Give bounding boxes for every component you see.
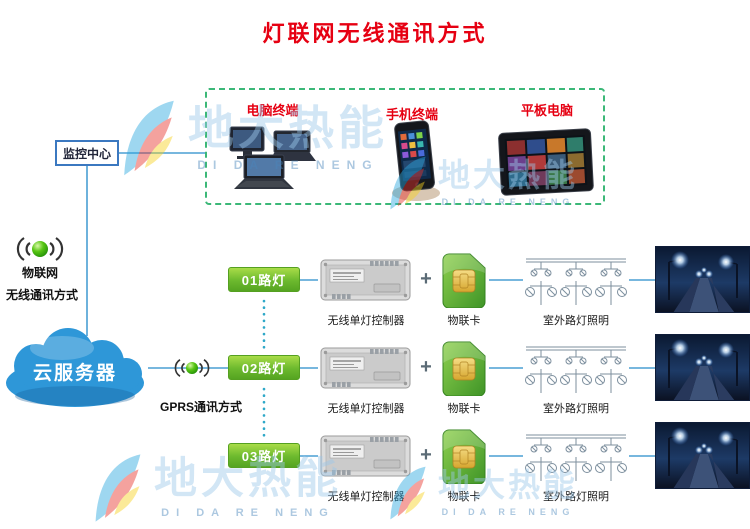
sim-card-image-row2 (440, 340, 488, 396)
plus-sign-row1: + (420, 268, 432, 290)
streetlight-01-label: 01路灯 (241, 273, 287, 288)
streetlight-03-label: 03路灯 (241, 449, 287, 464)
outdoor-lighting-drawing-row1 (523, 251, 629, 309)
gprs-broadcast-icon (168, 356, 216, 380)
streetlight-photo-row3 (655, 422, 750, 489)
sim-card-label-row1: 物联卡 (447, 315, 481, 327)
outdoor-lighting-label-row3: 室外路灯照明 (543, 491, 609, 503)
sim-card-image-row1 (440, 252, 488, 308)
outdoor-lighting-drawing-row2 (523, 339, 629, 397)
computer-terminal-label: 电脑终端 (246, 103, 299, 118)
plus-sign-row2: + (420, 356, 432, 378)
outdoor-lighting-drawing-row3 (523, 427, 629, 485)
phone-terminal-image (384, 118, 444, 202)
controller-label-row1: 无线单灯控制器 (327, 315, 405, 327)
gprs-label: GPRS通讯方式 (159, 400, 242, 414)
streetlight-photo-row1 (655, 246, 750, 313)
cloud-server-label: 云服务器 (32, 363, 117, 384)
plus-sign-row3: + (420, 444, 432, 466)
streetlight-02-box: 02路灯 (228, 355, 300, 380)
controller-label-row3: 无线单灯控制器 (327, 491, 405, 503)
iot-broadcast-icon (8, 235, 72, 263)
streetlight-03-box: 03路灯 (228, 443, 300, 468)
outdoor-lighting-label-row2: 室外路灯照明 (543, 403, 609, 415)
computer-terminal-image (222, 120, 322, 200)
controller-image-row2 (318, 344, 413, 392)
sim-card-image-row3 (440, 428, 488, 484)
monitoring-center-label: 监控中心 (62, 146, 111, 161)
sim-card-label-row2: 物联卡 (447, 403, 481, 415)
outdoor-lighting-label-row1: 室外路灯照明 (543, 315, 609, 327)
tablet-terminal-label: 平板电脑 (520, 103, 573, 118)
streetlight-01-box: 01路灯 (228, 267, 300, 292)
phone-terminal-label: 手机终端 (385, 107, 438, 122)
page-title: 灯联网无线通讯方式 (262, 21, 488, 46)
monitoring-center-box: 监控中心 (55, 140, 119, 166)
controller-image-row1 (318, 256, 413, 304)
tablet-terminal-image (498, 128, 594, 198)
controller-image-row3 (318, 432, 413, 480)
streetlight-photo-row2 (655, 334, 750, 401)
sim-card-label-row3: 物联卡 (447, 491, 481, 503)
controller-label-row2: 无线单灯控制器 (327, 403, 405, 415)
iot-label-line1: 物联网 (21, 266, 58, 280)
streetlight-02-label: 02路灯 (241, 361, 287, 376)
iot-label-line2: 无线通讯方式 (5, 288, 78, 302)
